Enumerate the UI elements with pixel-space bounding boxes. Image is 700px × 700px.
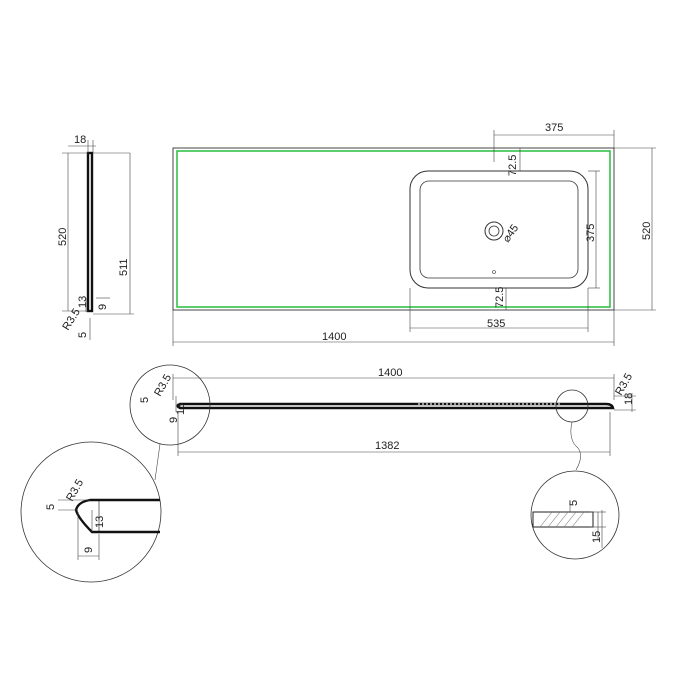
- top-offset-label: 375: [545, 122, 563, 134]
- bowl-detail-enlarged: 5 15: [530, 470, 620, 560]
- right-detail-circle: [555, 389, 589, 423]
- bowl-margin-bottom-label: 72.5: [494, 287, 506, 308]
- bowl-detail-section: [532, 511, 594, 528]
- plan-view: ⌀45 375 72.5 375 72.5 520 535 1400: [172, 122, 656, 346]
- side-inset-label: 9: [97, 304, 109, 310]
- side-lip-label: 13: [77, 296, 89, 308]
- front-slab-profile: [176, 402, 615, 410]
- basin-inner: [419, 180, 579, 279]
- overall-width-label: 1400: [322, 331, 346, 343]
- detail-step-label: 5: [45, 504, 57, 510]
- front-lip-left-label: 13: [175, 403, 187, 415]
- side-inner-height-label: 511: [118, 258, 130, 276]
- left-detail-circle: [129, 364, 211, 446]
- side-thickness-label: 18: [74, 134, 86, 146]
- inner-width-label: 1382: [375, 440, 399, 452]
- drain-outer-icon: [484, 221, 504, 241]
- bowl-width-label: 535: [487, 318, 505, 330]
- detail-inset-label: 9: [83, 547, 95, 553]
- detail-radius-label: R3.5: [64, 477, 86, 503]
- edge-detail-profile: [74, 498, 160, 534]
- side-height-label: 520: [57, 228, 69, 246]
- countertop-highlight-outline: [176, 150, 611, 308]
- side-panel-profile: [86, 151, 94, 313]
- front-step-left-label: 5: [139, 397, 151, 403]
- front-radius-left-label: R3.5: [152, 372, 174, 398]
- edge-detail-circle: [20, 441, 162, 583]
- front-width-label: 1400: [378, 367, 402, 379]
- side-view: 18 520 511 13 9 R3.5 5: [57, 134, 134, 340]
- side-radius-label: R3.5: [60, 307, 82, 333]
- right-detail-leader: [570, 421, 581, 471]
- overall-depth-label: 520: [641, 222, 653, 240]
- left-detail-leader: [154, 443, 161, 481]
- bowl-depth-label: 375: [585, 224, 597, 242]
- front-inset-left-label: 9: [168, 417, 180, 423]
- front-section: 1400 R3.5 5 13 9 R3.5 18 1382: [129, 364, 636, 481]
- drain-inner-icon: [488, 225, 500, 237]
- detail-lip-label: 13: [94, 516, 106, 528]
- edge-detail-enlarged: R3.5 5 13 9: [20, 441, 162, 583]
- side-bottom-label: 5: [77, 332, 89, 338]
- detail2-thickness-label: 15: [591, 531, 603, 543]
- bowl-margin-top-label: 72.5: [507, 155, 519, 176]
- front-thickness-right-label: 18: [623, 393, 635, 405]
- detail2-step-label: 5: [568, 500, 580, 506]
- overflow-hole-icon: [492, 270, 496, 274]
- bowl-detail-circle: [530, 470, 620, 560]
